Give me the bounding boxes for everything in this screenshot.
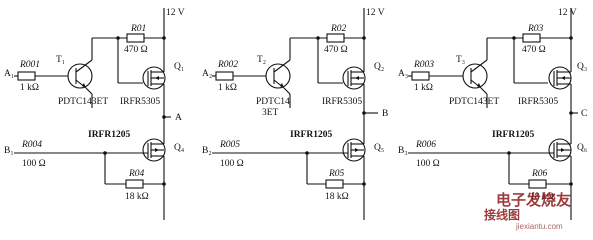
input-b-label: B₂ xyxy=(202,146,212,156)
output-label: C xyxy=(581,109,587,119)
bridge-driver-schematic: 12 V R01 470 Ω T₁ PDTC143ET A₁ R001 1 kΩ xyxy=(4,8,587,231)
stage-1: 12 V R01 470 Ω T₁ PDTC143ET A₁ R001 1 kΩ xyxy=(4,8,185,220)
low-side-mosfet xyxy=(342,138,366,162)
pullup-resistor-ref: R01 xyxy=(130,24,146,34)
pulldown-resistor-value: 18 kΩ xyxy=(530,192,554,202)
input-resistor-value: 1 kΩ xyxy=(218,83,237,93)
low-side-part: IRFR1205 xyxy=(290,130,332,140)
bjt-ref: T₂ xyxy=(257,55,266,65)
high-side-part: IRFR5305 xyxy=(518,97,558,107)
bjt-part-line2: 3ET xyxy=(262,108,279,118)
pulldown-resistor-value: 18 kΩ xyxy=(325,192,349,202)
supply-label: 12 V xyxy=(366,8,385,18)
input-a-label: A₁ xyxy=(4,69,14,79)
input-resistor-value: 1 kΩ xyxy=(414,83,433,93)
low-side-part: IRFR1205 xyxy=(88,130,130,140)
output-label: A xyxy=(175,113,182,123)
pulldown-resistor xyxy=(528,179,547,189)
gate-resistor-ref: R006 xyxy=(415,140,436,150)
output-label: B xyxy=(382,109,388,119)
low-side-mosfet xyxy=(142,138,166,162)
pullup-resistor-value: 470 Ω xyxy=(124,45,148,55)
pullup-resistor xyxy=(126,33,145,43)
bjt-symbol xyxy=(265,63,291,89)
input-a-label: A₂ xyxy=(202,69,212,79)
pullup-resistor-value: 470 Ω xyxy=(522,45,546,55)
watermark-text: 电子发烧友 xyxy=(496,191,571,209)
low-side-ref: Q₄ xyxy=(174,143,184,153)
pulldown-resistor-ref: R04 xyxy=(128,169,145,179)
gate-resistor-value: 100 Ω xyxy=(22,159,46,169)
input-resistor xyxy=(17,71,36,81)
bjt-part: PDTC14 xyxy=(256,97,290,107)
low-side-ref: Q₅ xyxy=(374,143,384,153)
input-resistor xyxy=(215,71,234,81)
high-side-mosfet xyxy=(342,66,366,90)
watermark: 电子发烧友 接线图 jiexiantu.com xyxy=(484,191,571,231)
watermark-text-2: 接线图 xyxy=(484,207,520,222)
pullup-resistor-value: 470 Ω xyxy=(324,45,348,55)
input-resistor-ref: R003 xyxy=(413,60,434,70)
bjt-ref: T₃ xyxy=(456,55,465,65)
high-side-mosfet xyxy=(142,66,166,90)
pulldown-resistor-ref: R06 xyxy=(531,169,548,179)
supply-label: 12 V xyxy=(166,8,185,18)
bjt-symbol xyxy=(67,63,93,89)
input-b-label: B₃ xyxy=(398,146,408,156)
high-side-part: IRFR5305 xyxy=(322,97,362,107)
stage-2: 12 V R02 470 Ω T₂ PDTC14 3ET A₂ R002 1 k… xyxy=(202,8,388,220)
gate-resistor-ref: R004 xyxy=(21,140,42,150)
low-side-part: IRFR1205 xyxy=(492,130,534,140)
bjt-symbol xyxy=(462,63,488,89)
input-resistor xyxy=(411,71,430,81)
watermark-url: jiexiantu.com xyxy=(515,222,563,231)
gate-resistor-ref: R005 xyxy=(219,140,240,150)
pullup-resistor-ref: R03 xyxy=(527,24,544,34)
input-resistor-ref: R002 xyxy=(217,60,238,70)
pullup-resistor xyxy=(326,33,345,43)
low-side-ref: Q₆ xyxy=(577,143,587,153)
pulldown-resistor-value: 18 kΩ xyxy=(125,192,149,202)
high-side-ref: Q₁ xyxy=(174,62,184,72)
high-side-ref: Q₂ xyxy=(374,62,384,72)
supply-label: 12 V xyxy=(558,8,577,18)
pulldown-resistor-ref: R05 xyxy=(328,169,345,179)
high-side-ref: Q₃ xyxy=(577,62,587,72)
gate-resistor-value: 100 Ω xyxy=(416,159,440,169)
pulldown-resistor xyxy=(125,179,144,189)
bjt-ref: T₁ xyxy=(56,55,65,65)
input-resistor-value: 1 kΩ xyxy=(20,83,39,93)
bjt-part: PDTC143ET xyxy=(449,97,499,107)
bjt-part: PDTC143ET xyxy=(58,97,108,107)
pulldown-resistor xyxy=(325,179,344,189)
high-side-part: IRFR5305 xyxy=(120,97,160,107)
gate-resistor-value: 100 Ω xyxy=(220,159,244,169)
pullup-resistor-ref: R02 xyxy=(330,24,347,34)
input-a-label: A₃ xyxy=(398,69,408,79)
input-resistor-ref: R001 xyxy=(19,60,40,70)
input-b-label: B₁ xyxy=(4,146,14,156)
stage-3: 12 V R03 470 Ω T₃ PDTC143ET A₃ R003 1 kΩ xyxy=(398,8,587,220)
pullup-resistor xyxy=(522,33,541,43)
